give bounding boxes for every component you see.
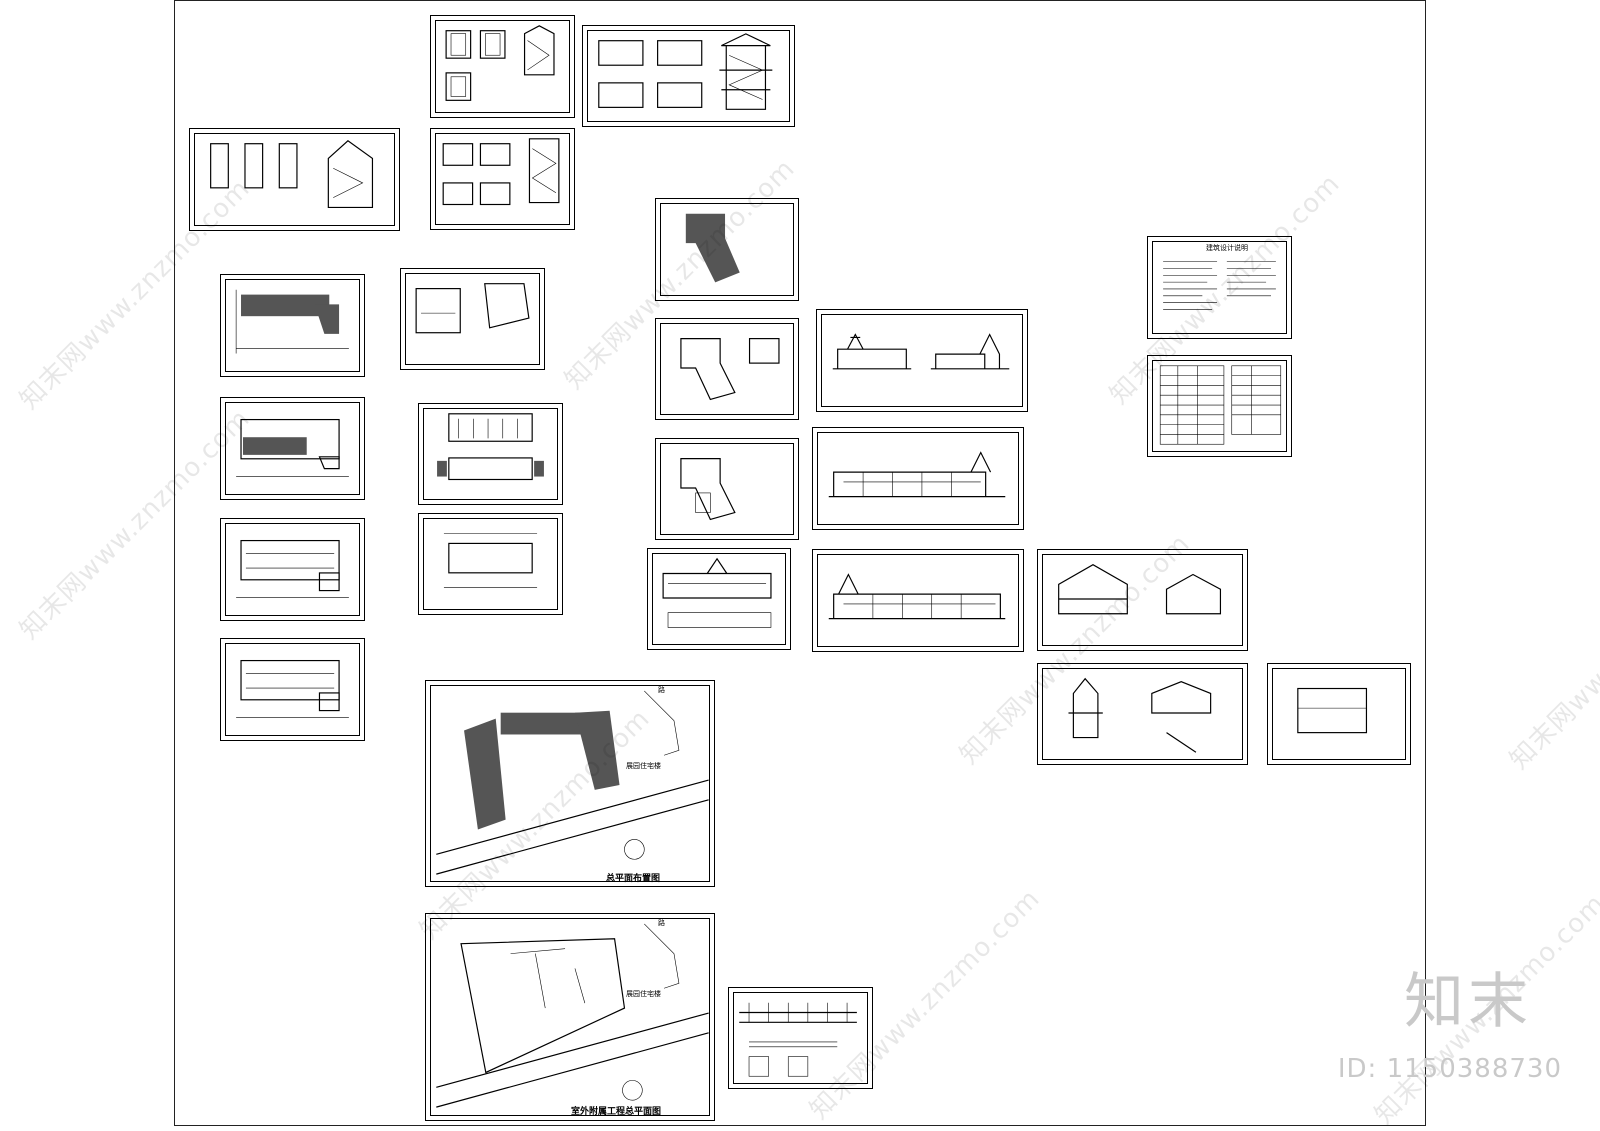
road-label-b: 路 (658, 919, 665, 927)
partial-plan-sheet-1[interactable] (418, 403, 563, 505)
outdoor-works-plan-sheet[interactable]: 展园住宅楼 路 室外附属工程总平面图 (425, 913, 715, 1121)
courtyard-elevation-sheet[interactable] (647, 548, 791, 650)
tower-floor-plan-sheet-2[interactable] (655, 438, 799, 540)
outdoor-plan-title: 室外附属工程总平面图 (571, 1107, 662, 1117)
section-sheet-2[interactable] (1037, 663, 1248, 765)
tower-roof-plan-sheet[interactable] (655, 198, 799, 301)
stair-tower-sheet[interactable] (582, 25, 795, 127)
design-notes-sheet[interactable]: 建筑设计说明 (1147, 236, 1292, 339)
brand-id: ID: 1150388730 (1337, 1054, 1562, 1084)
site-label-a: 展园住宅楼 (626, 762, 661, 770)
section-sheet-1[interactable] (1037, 549, 1248, 651)
side-elevation-sheet[interactable] (816, 309, 1028, 412)
partial-plan-sheet-2[interactable] (418, 513, 563, 615)
brand-logo: 知末 (1404, 967, 1532, 1037)
roof-plan-sheet[interactable] (220, 274, 365, 377)
second-floor-plan-sheet[interactable] (220, 518, 365, 621)
site-plan-title: 总平面布置图 (606, 874, 661, 884)
section-sheet-3[interactable] (1267, 663, 1411, 765)
third-floor-plan-sheet[interactable] (220, 638, 365, 741)
tower-floor-plan-sheet-1[interactable] (655, 318, 799, 420)
stair-detail-sheet-1[interactable] (430, 15, 575, 118)
watermark: 知末网www.znzmo.com (1504, 533, 1600, 776)
rear-elevation-sheet[interactable] (812, 549, 1024, 652)
site-plan-sheet[interactable]: 展园住宅楼 路 总平面布置图 (425, 680, 715, 887)
site-label-b: 展园住宅楼 (626, 990, 661, 998)
toilet-detail-sheet[interactable] (400, 268, 545, 370)
stair-detail-sheet-3[interactable] (430, 128, 575, 230)
first-floor-plan-sheet[interactable] (220, 397, 365, 500)
fence-detail-sheet[interactable] (728, 987, 873, 1089)
stair-detail-sheet-2[interactable] (189, 128, 400, 231)
road-label: 路 (658, 686, 665, 694)
front-elevation-sheet[interactable] (812, 427, 1024, 530)
door-window-schedule-sheet[interactable] (1147, 355, 1292, 457)
drawing-border (174, 0, 1426, 1126)
